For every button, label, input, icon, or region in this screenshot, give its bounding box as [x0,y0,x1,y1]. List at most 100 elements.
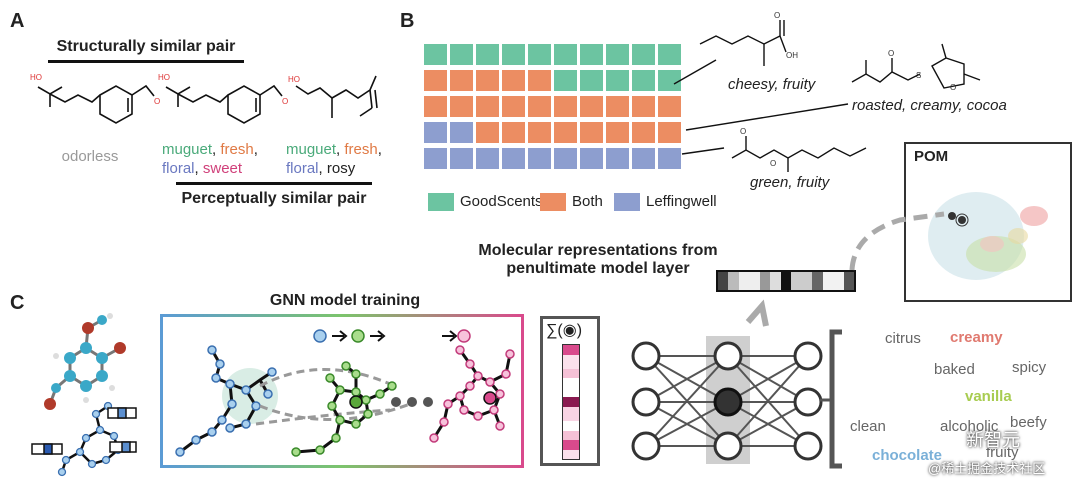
gnn-title: GNN model training [269,292,421,309]
grid-cell [580,122,603,143]
odor-word-spicy: spicy [1012,359,1047,376]
atom-label-ho: HO [288,75,300,84]
grid-cell [554,148,577,169]
grid-cell [606,96,629,117]
descriptor-2: roasted, creamy, cocoa [852,97,1007,114]
grid-cell [632,44,655,65]
atom-label-o: O [774,11,780,20]
mol2-odor-labels: muguet, fresh, floral, sweet [162,140,258,178]
sum-symbol: ∑(◉) [546,322,583,339]
legend-swatch-both [540,193,566,211]
grid-cell [528,148,551,169]
odor-word-chocolate: chocolate [872,447,943,464]
grid-cell [502,70,525,91]
grid-cell [580,96,603,117]
atom-label-o: O [770,159,776,168]
atom-label-s: S [916,71,921,80]
mol3-odor-labels: muguet, fresh, floral, rosy [286,140,382,178]
legend-swatch-leffingwell [614,193,640,211]
label-sep: , [194,160,203,177]
odor-word-vanilla: vanilla [965,388,1012,405]
atom-label-o: O [154,97,160,106]
label-sweet: sweet [202,160,243,177]
label-rosy: rosy [326,160,356,177]
grid-cell [632,148,655,169]
repr-title-line2: penultimate model layer [506,260,690,277]
perceptual-pair-title: Perceptually similar pair [181,190,367,207]
odor-word-citrus: citrus [885,330,921,347]
panel-b-molecules: OH O O S O O O [673,11,981,172]
atom-label-o: O [282,97,288,106]
grid-cell [554,122,577,143]
grid-cell [528,122,551,143]
repr-title: Molecular representations from penultima… [468,242,728,278]
odor-word-creamy: creamy [950,329,1003,346]
grid-cell [554,44,577,65]
readout-box [540,316,600,466]
grid-cell [606,148,629,169]
legend-label-goodscents: GoodScents [460,193,543,210]
label-sep: , [318,160,327,177]
grid-cell [554,70,577,91]
legend-swatch-goodscents [428,193,454,211]
grid-cell [528,44,551,65]
grid-cell [502,44,525,65]
grid-cell [632,96,655,117]
atom-label-o: O [950,83,956,92]
atom-label-o: O [740,127,746,136]
grid-cell [580,44,603,65]
label-floral: floral [286,160,319,177]
grid-cell [632,70,655,91]
odor-word-alcoholic: alcoholic [940,418,999,435]
grid-cell [424,96,447,117]
grid-cell [658,148,681,169]
grid-cell [528,70,551,91]
atom-label-ho: HO [158,73,170,82]
watermark-subtitle: @稀土掘金技术社区 [928,461,1046,476]
dataset-overlap-grid [424,44,686,174]
legend-label-leffingwell: Leffingwell [646,193,717,210]
grid-cell [450,44,473,65]
label-sep: , [253,141,258,158]
atom-label-oh: OH [786,51,798,60]
descriptor-1: cheesy, fruity [728,76,816,93]
atom-label-ho: HO [30,73,42,82]
representation-vector [716,270,856,292]
grid-cell [580,148,603,169]
structural-pair-title: Structurally similar pair [56,38,236,55]
grid-cell [502,122,525,143]
atom-label-o: O [888,49,894,58]
grid-cell [450,96,473,117]
grid-cell [476,44,499,65]
grid-cell [606,70,629,91]
grid-cell [424,148,447,169]
grid-cell [476,148,499,169]
grid-cell [632,122,655,143]
grid-cell [658,44,681,65]
panel-label-b: B [400,10,415,32]
label-fresh: fresh [220,141,254,158]
label-sep: , [377,141,382,158]
structural-pair-bar [48,60,244,63]
panel-label-c: C [10,292,25,314]
legend-label-both: Both [572,193,603,210]
grid-cell [554,96,577,117]
readout-vector [562,344,580,460]
label-floral: floral [162,160,195,177]
grid-cell [450,122,473,143]
odor-word-baked: baked [934,361,975,378]
grid-cell [606,44,629,65]
gnn-graph-drawing [175,329,515,457]
panel-a-molecules: HO O HO O HO [30,73,378,124]
grid-cell [450,148,473,169]
label-fresh: fresh [344,141,378,158]
molecule-3d-and-graph [31,313,137,477]
odor-word-clean: clean [850,418,886,435]
grid-cell [476,96,499,117]
grid-cell [580,70,603,91]
grid-cell [424,122,447,143]
grid-cell [450,70,473,91]
grid-cell [606,122,629,143]
label-sep: , [212,141,221,158]
grid-cell [476,70,499,91]
